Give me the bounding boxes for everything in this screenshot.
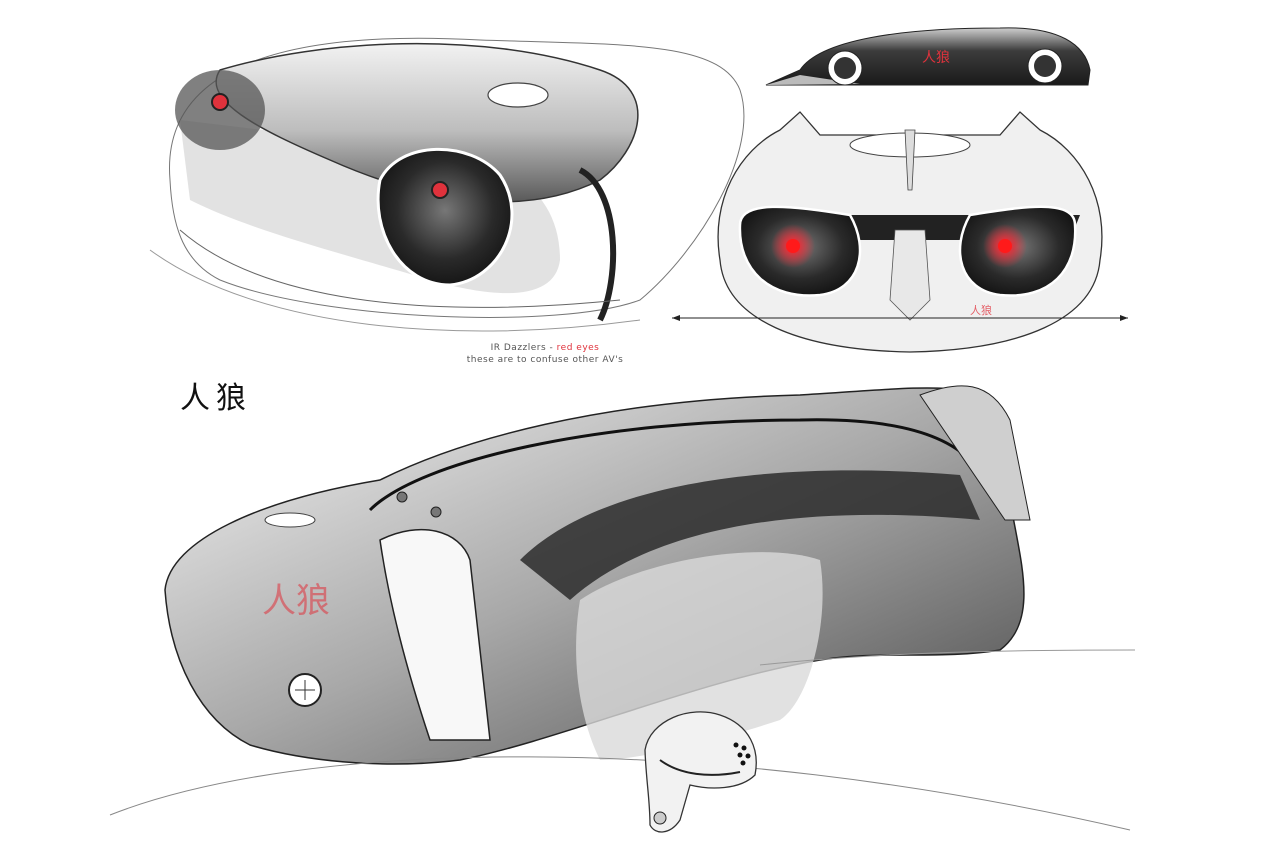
sheet-title: 人狼	[180, 381, 252, 416]
ir-dazzler-left-icon	[211, 93, 229, 111]
helmet-sketch	[644, 711, 757, 833]
breathing-valve-icon	[653, 811, 667, 825]
rear-orthographic-view: 人狼	[672, 111, 1128, 353]
ir-dazzlers-annotation: IR Dazzlers - red eyes these are to conf…	[430, 342, 660, 366]
front-wheel-icon	[834, 57, 856, 79]
side-profile-render: 人狼	[765, 27, 1091, 86]
annotation-highlight: red eyes	[556, 343, 600, 353]
ir-emitter-right-icon	[998, 239, 1012, 253]
annotation-line-2: these are to confuse other AV's	[466, 355, 624, 365]
annotation-line-1: IR Dazzlers - red eyes	[490, 343, 600, 353]
ir-emitter-left-icon	[786, 239, 800, 253]
perspective-logo: 人狼	[262, 581, 330, 621]
main-perspective-sketch: 人狼	[109, 385, 1136, 831]
side-view-logo: 人狼	[922, 50, 950, 66]
rear-wheel-icon	[1034, 55, 1056, 77]
rear-view-logo: 人狼	[970, 303, 992, 317]
ir-dazzler-right-icon	[431, 181, 449, 199]
rear-three-quarter-sketch	[149, 37, 745, 332]
